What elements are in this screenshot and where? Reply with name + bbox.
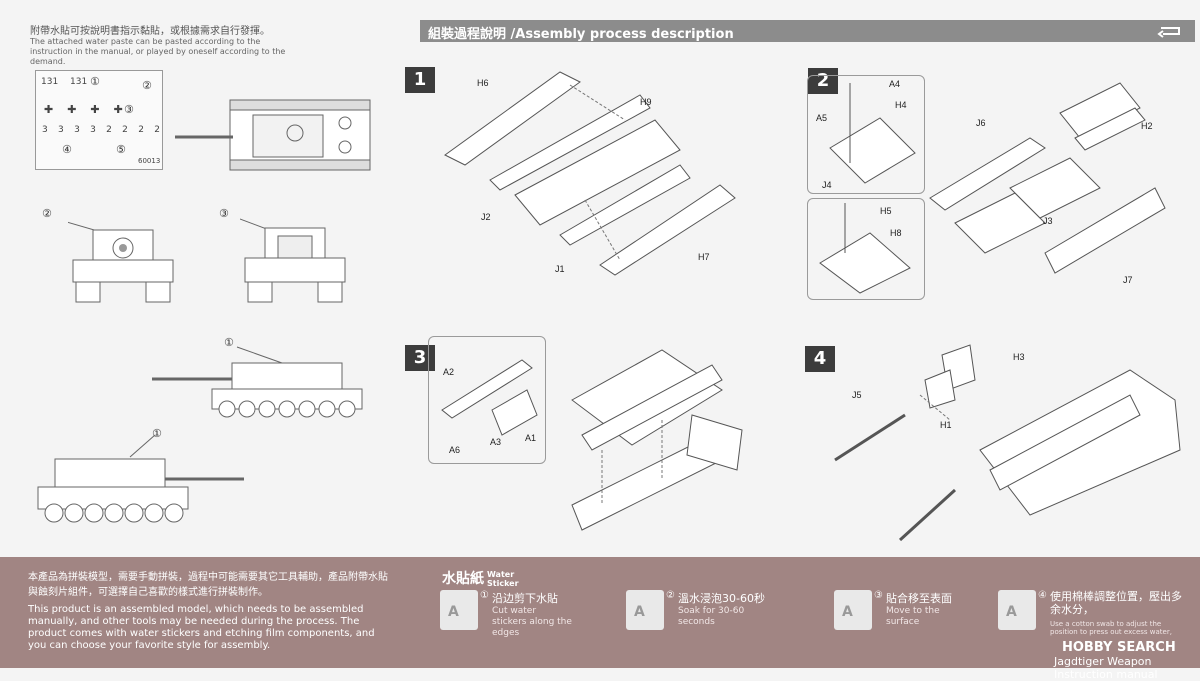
part-label: H9: [640, 97, 652, 107]
water-step-2: A ② 溫水浸泡30-60秒 Soak for 30-60 seconds: [626, 590, 796, 650]
rear-view-marker: ③: [219, 207, 229, 220]
water-step-num: ②: [666, 590, 675, 601]
cut-sticker-icon: A: [440, 590, 478, 630]
step-3-inset-frame: [428, 336, 546, 464]
part-label: H1: [940, 420, 952, 430]
side-view-left-marker: ①: [152, 427, 162, 440]
cotton-swab-icon: A: [998, 590, 1036, 630]
part-label: J3: [1043, 216, 1053, 226]
part-label: A6: [449, 445, 461, 455]
part-label: H7: [698, 252, 710, 262]
water-step-3: A ③ 貼合移至表面 Move to the surface: [834, 590, 994, 650]
decal-num: 2: [138, 125, 144, 135]
step-4-badge: 4: [805, 346, 835, 372]
decal-sheet: 131 131 ① ② ✚ ✚ ✚ ✚ ③ 3 3 3 3 2 2 2 2 ④ …: [35, 70, 163, 170]
decal-note-cn: 附帶水貼可按說明書指示黏貼，或根據需求自行發揮。: [30, 26, 270, 37]
water-step-4: A ④ 使用棉棒調整位置，壓出多余水分， Use a cotton swab t…: [998, 590, 1198, 650]
water-sticker-title-en: Water Sticker: [487, 570, 519, 588]
part-label: H4: [895, 100, 907, 110]
decal-code: 60013: [138, 157, 161, 165]
water-step-cn: 沿边剪下水貼: [492, 592, 558, 605]
part-label: H3: [1013, 352, 1025, 362]
part-label: J5: [852, 390, 862, 400]
decal-note-en: The attached water paste can be pasted a…: [30, 37, 286, 66]
part-label: A3: [490, 437, 502, 447]
water-step-num: ③: [874, 590, 883, 601]
tank-rear-view: [240, 218, 346, 303]
part-label: H5: [880, 206, 892, 216]
water-step-num: ④: [1038, 590, 1047, 601]
decal-num: 3: [74, 125, 80, 135]
decal-num: 2: [154, 125, 160, 135]
decal-num: 3: [58, 125, 64, 135]
step-2-diagram: [819, 82, 1166, 294]
part-label: H6: [477, 78, 489, 88]
step-1-diagram: [444, 71, 736, 276]
section-title: 組裝過程說明 /Assembly process description: [428, 27, 734, 42]
part-label: A4: [889, 79, 901, 89]
decal-marker-1: ①: [90, 75, 100, 88]
soak-sticker-icon: A: [626, 590, 664, 630]
water-step-num: ①: [480, 590, 489, 601]
decal-num: 2: [106, 125, 112, 135]
decal-marker-2: ②: [142, 79, 152, 92]
tank-front-view: [68, 221, 174, 303]
water-step-cn: 貼合移至表面: [886, 592, 952, 605]
decal-131-a: 131: [41, 77, 59, 87]
footer-note-en: This product is an assembled model, whic…: [28, 604, 375, 651]
water-step-cn: 使用棉棒調整位置，壓出多余水分，: [1050, 590, 1182, 616]
part-label: J2: [481, 212, 491, 222]
part-label: A1: [525, 433, 537, 443]
water-sticker-title-cn: 水貼紙: [442, 571, 484, 587]
decal-number-row: 3 3 3 3 2 2 2 2: [42, 125, 160, 135]
tank-top-view: [175, 99, 371, 171]
step-3-badge: 3: [405, 345, 435, 371]
tank-side-view: [152, 346, 363, 418]
part-label: J7: [1123, 275, 1133, 285]
decal-marker-4: ④: [62, 143, 72, 156]
part-label: H8: [890, 228, 902, 238]
return-arrow-icon: [1157, 27, 1180, 38]
water-step-en: Use a cotton swab to adjust the position…: [1050, 620, 1172, 636]
decal-131-b: 131: [70, 77, 88, 87]
decal-crosses: ✚ ✚ ✚ ✚: [44, 103, 123, 116]
decal-num: 3: [90, 125, 96, 135]
section-title-bar: 組裝過程說明 /Assembly process description: [420, 20, 1195, 42]
water-step-cn: 溫水浸泡30-60秒: [678, 592, 765, 605]
front-view-marker: ②: [42, 207, 52, 220]
water-step-1: A ① 沿边剪下水貼 Cut water stickers along the …: [440, 590, 600, 650]
step-4-diagram: [834, 344, 1181, 542]
decal-num: 2: [122, 125, 128, 135]
brand-watermark: HOBBY SEARCH: [1062, 640, 1176, 655]
footer-note-cn: 本產品為拼裝模型，需要手動拼裝，過程中可能需要其它工具輔助，產品附帶水貼與蝕刻片…: [28, 572, 388, 598]
step-2-inset-frame-a: [807, 75, 925, 194]
decal-num: 3: [42, 125, 48, 135]
step-3-diagram: [441, 349, 743, 531]
part-label: J1: [555, 264, 565, 274]
part-label: A5: [816, 113, 828, 123]
tank-side-view-left: [37, 434, 244, 523]
apply-sticker-icon: A: [834, 590, 872, 630]
part-label: H2: [1141, 121, 1153, 131]
part-label: A2: [443, 367, 455, 377]
part-label: J6: [976, 118, 986, 128]
water-step-en: Cut water stickers along the edges: [492, 606, 572, 638]
water-step-en: Move to the surface: [886, 606, 940, 627]
water-step-en: Soak for 30-60 seconds: [678, 606, 745, 627]
decal-marker-5: ⑤: [116, 143, 126, 156]
step-1-badge: 1: [405, 67, 435, 93]
decal-marker-3: ③: [124, 103, 134, 116]
step-2-inset-frame-b: [807, 198, 925, 300]
manual-title: Jagdtiger Weapon Instruction manual: [1054, 655, 1158, 681]
part-label: J4: [822, 180, 832, 190]
side-view-marker: ①: [224, 336, 234, 349]
